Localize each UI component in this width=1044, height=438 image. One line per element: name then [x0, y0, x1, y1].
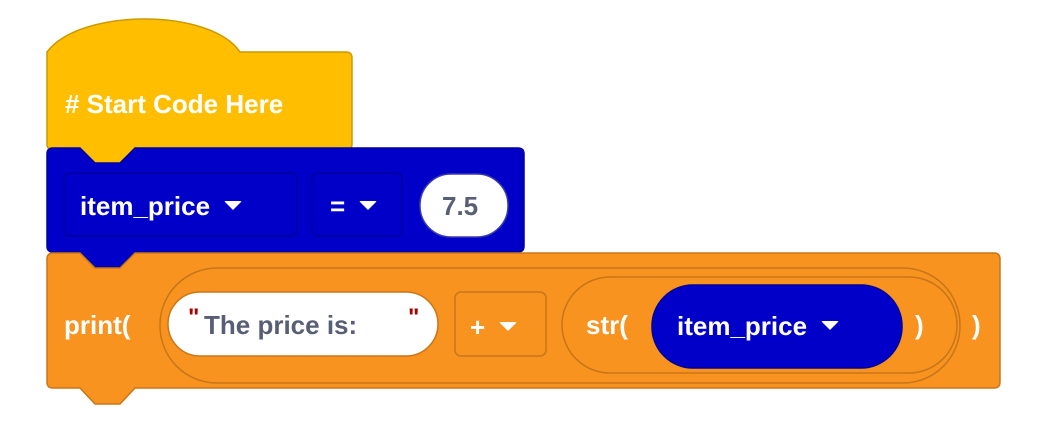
caret-down-icon	[499, 321, 518, 331]
variable-dropdown-bg	[63, 172, 298, 237]
print-close-paren: )	[972, 310, 981, 340]
plus-operator-dropdown[interactable]: +	[470, 312, 518, 342]
caret-down-icon	[821, 320, 840, 330]
str-arg-name: item_price	[677, 311, 808, 341]
value-input-bg	[419, 173, 509, 238]
close-quote: "	[408, 304, 420, 331]
str-close-paren: )	[915, 310, 924, 340]
str-func-label: str(	[586, 310, 628, 340]
variable-name: item_price	[80, 191, 211, 221]
string-input-bg	[167, 291, 439, 357]
variable-dropdown[interactable]: item_price	[80, 191, 243, 221]
operator-dropdown-bg	[311, 172, 403, 237]
plus-label: +	[470, 312, 486, 342]
string-input[interactable]: " The price is: "	[188, 306, 419, 340]
open-quote: "	[188, 304, 200, 331]
print-func-label: print(	[64, 310, 131, 340]
operator-label: =	[330, 191, 346, 221]
caret-down-icon	[359, 200, 378, 210]
hat-block-label: # Start Code Here	[65, 89, 284, 119]
str-arg-variable-bg	[651, 284, 903, 369]
string-value: The price is:	[204, 310, 358, 340]
str-arg-variable-dropdown[interactable]: item_price	[677, 311, 840, 341]
value-input[interactable]: 7.5	[442, 191, 479, 221]
caret-down-icon	[224, 200, 243, 210]
assign-operator-dropdown[interactable]: =	[330, 191, 378, 221]
